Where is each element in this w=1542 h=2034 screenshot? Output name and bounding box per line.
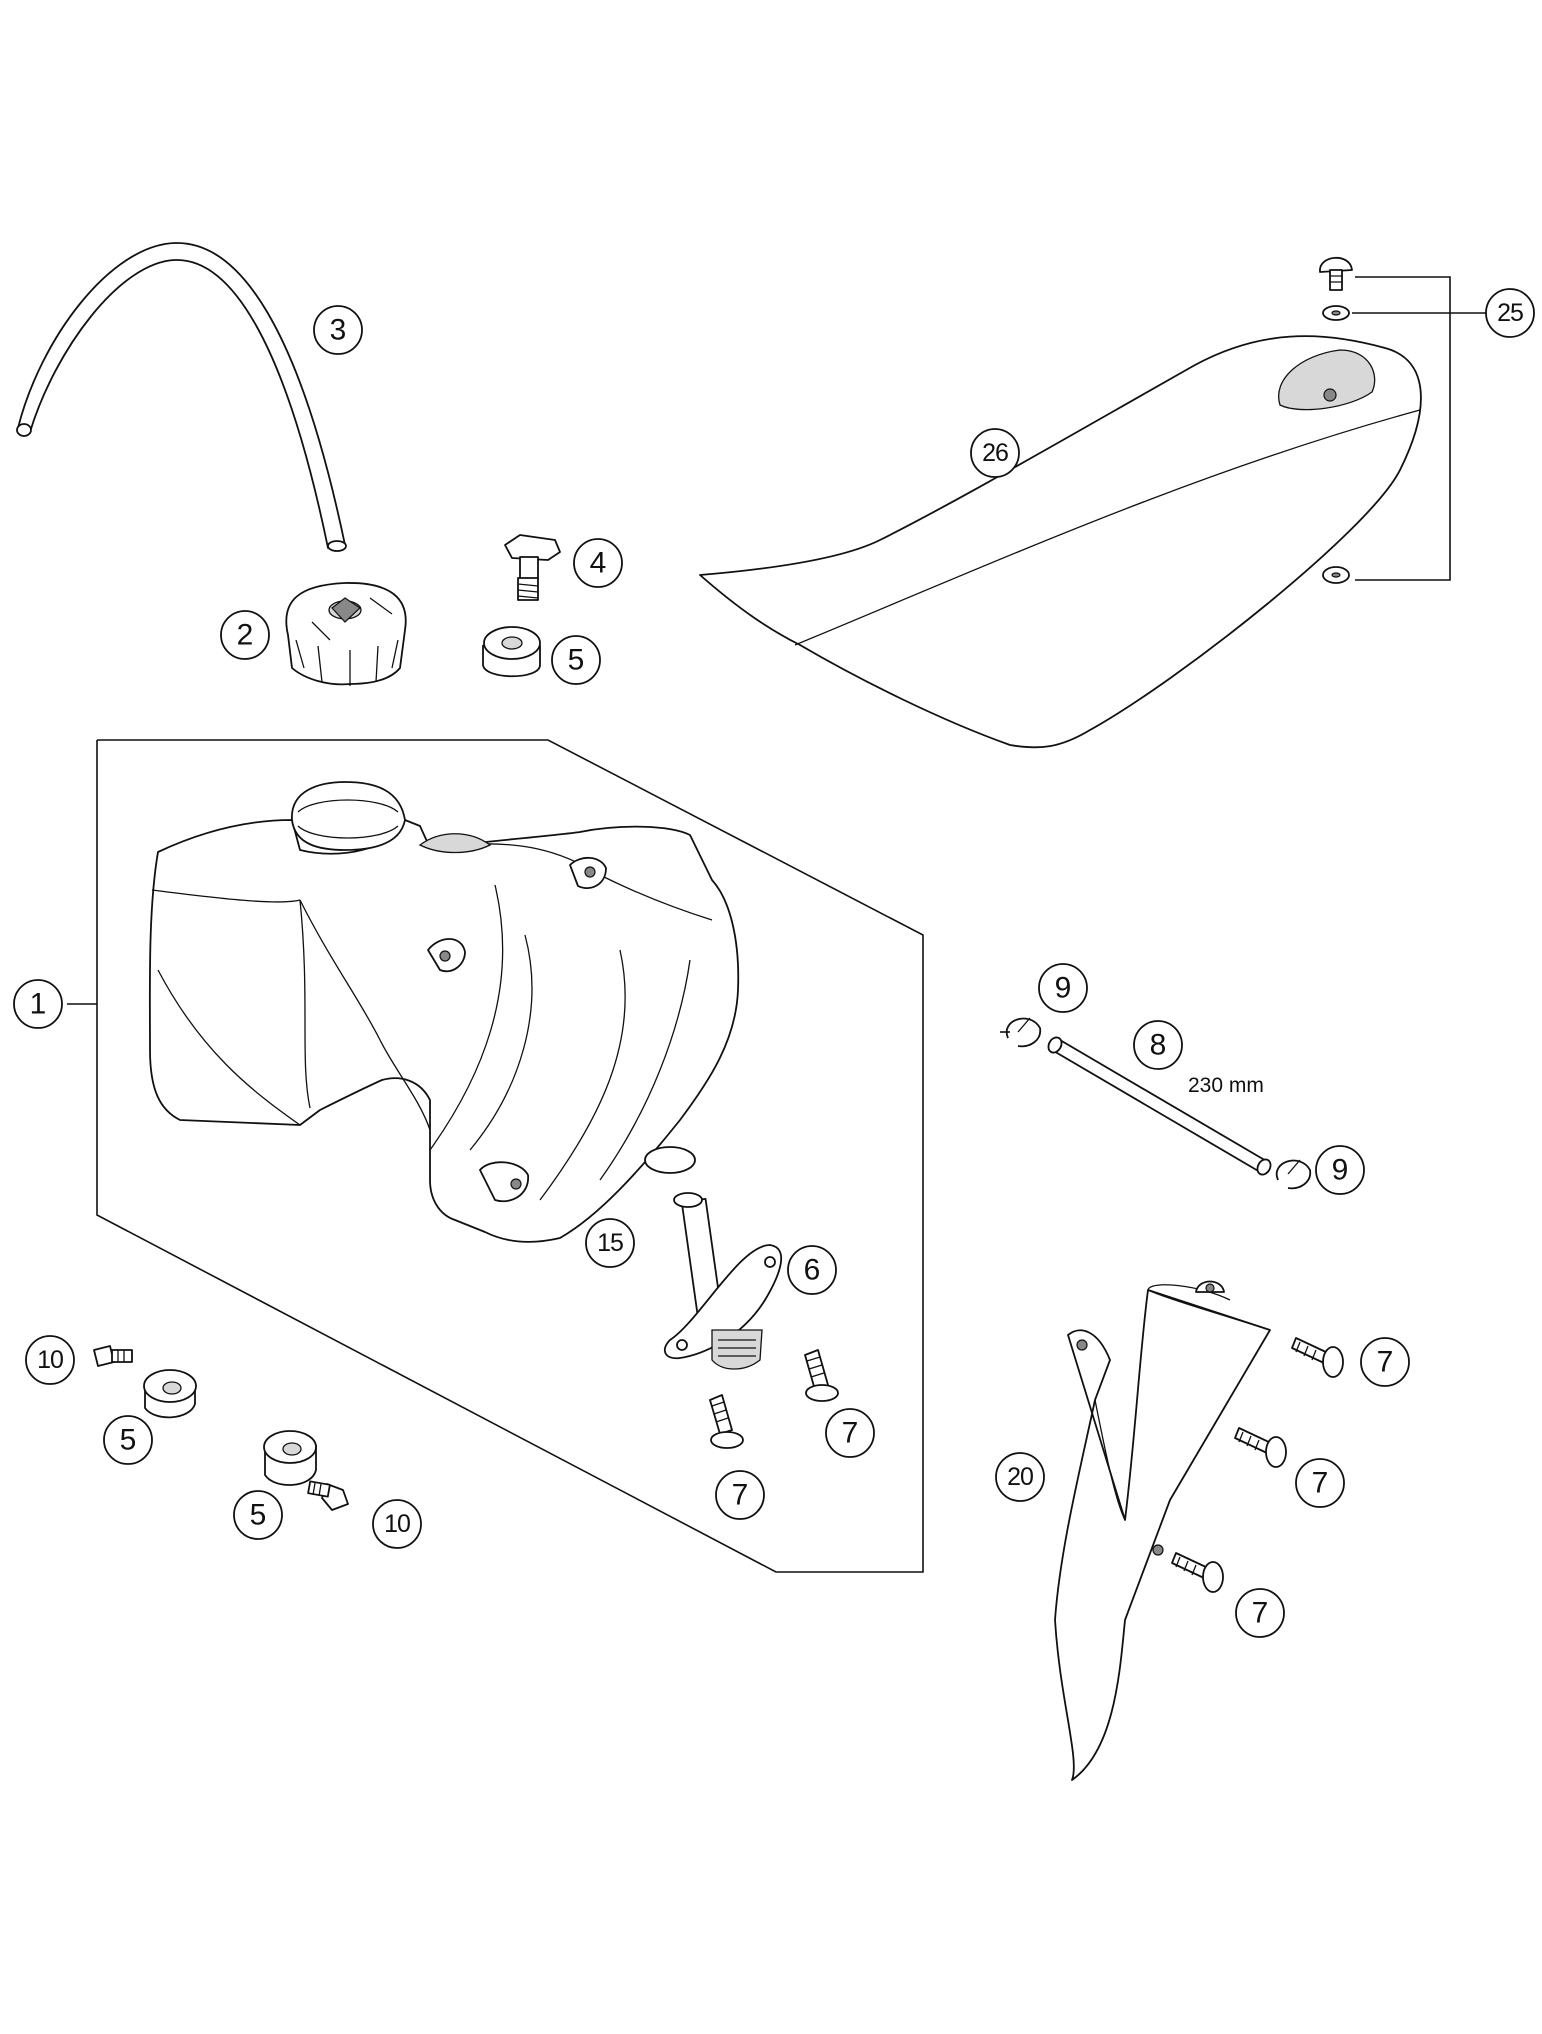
fuel-tank bbox=[148, 781, 740, 1243]
svg-text:9: 9 bbox=[1055, 972, 1072, 1005]
callout-3: 3 bbox=[313, 305, 363, 355]
svg-text:7: 7 bbox=[1377, 1346, 1394, 1379]
svg-text:6: 6 bbox=[804, 1254, 821, 1287]
bolt-10-a bbox=[93, 1345, 133, 1367]
callout-20: 20 bbox=[995, 1452, 1045, 1502]
callout-10-right: 10 bbox=[372, 1499, 422, 1549]
callout-26: 26 bbox=[970, 428, 1020, 478]
svg-text:3: 3 bbox=[330, 314, 347, 347]
radiator-spoiler bbox=[1054, 1280, 1271, 1781]
svg-text:7: 7 bbox=[1312, 1467, 1329, 1500]
bolt-10-b bbox=[307, 1480, 349, 1511]
tank-seal bbox=[644, 1146, 696, 1174]
hose-clamp-top bbox=[1005, 1017, 1042, 1048]
svg-text:26: 26 bbox=[982, 439, 1008, 467]
callout-5-right: 5 bbox=[233, 1490, 283, 1540]
rubber-bushing-top bbox=[482, 626, 541, 678]
callout-5-left: 5 bbox=[103, 1415, 153, 1465]
svg-text:25: 25 bbox=[1497, 299, 1523, 327]
seat-fastener-set bbox=[1319, 256, 1488, 584]
svg-text:5: 5 bbox=[250, 1499, 267, 1532]
svg-text:9: 9 bbox=[1332, 1154, 1349, 1187]
rubber-bushing-right bbox=[263, 1430, 317, 1486]
rubber-bushing-left bbox=[143, 1369, 197, 1419]
svg-text:20: 20 bbox=[1007, 1463, 1033, 1491]
svg-text:7: 7 bbox=[1252, 1597, 1269, 1630]
callout-25: 25 bbox=[1485, 288, 1535, 338]
fuel-line bbox=[1047, 1036, 1272, 1176]
svg-text:10: 10 bbox=[37, 1346, 63, 1374]
callout-5-top: 5 bbox=[551, 635, 601, 685]
tank-group-frame bbox=[67, 739, 924, 1573]
callout-8: 8 bbox=[1133, 1020, 1183, 1070]
callout-10-left: 10 bbox=[25, 1335, 75, 1385]
svg-text:10: 10 bbox=[384, 1510, 410, 1538]
breather-hose bbox=[16, 242, 347, 552]
callout-7-tap-right: 7 bbox=[825, 1408, 875, 1458]
svg-text:4: 4 bbox=[590, 547, 607, 580]
callout-9-top: 9 bbox=[1038, 963, 1088, 1013]
callout-15: 15 bbox=[585, 1218, 635, 1268]
fuel-line-length-label: 230 mm bbox=[1188, 1074, 1264, 1097]
callout-7-spoiler-mid: 7 bbox=[1295, 1458, 1345, 1508]
screw-7-d bbox=[1234, 1427, 1287, 1468]
screw-7-e bbox=[1171, 1552, 1224, 1593]
svg-text:15: 15 bbox=[597, 1229, 623, 1257]
seat bbox=[699, 335, 1422, 749]
callout-6: 6 bbox=[787, 1245, 837, 1295]
svg-text:5: 5 bbox=[568, 644, 585, 677]
tank-cap bbox=[285, 582, 407, 686]
callout-4: 4 bbox=[573, 538, 623, 588]
bolt-4 bbox=[504, 534, 561, 601]
fuel-tap bbox=[663, 1192, 782, 1370]
screw-7-a bbox=[709, 1394, 744, 1449]
svg-text:8: 8 bbox=[1150, 1029, 1167, 1062]
callout-1: 1 bbox=[13, 979, 63, 1029]
callout-2: 2 bbox=[220, 610, 270, 660]
svg-text:1: 1 bbox=[30, 988, 47, 1021]
svg-text:2: 2 bbox=[237, 619, 254, 652]
svg-text:5: 5 bbox=[120, 1424, 137, 1457]
callout-7-spoiler-top: 7 bbox=[1360, 1337, 1410, 1387]
svg-text:7: 7 bbox=[842, 1417, 859, 1450]
callout-9-bottom: 9 bbox=[1315, 1145, 1365, 1195]
svg-text:7: 7 bbox=[732, 1479, 749, 1512]
callout-7-tap-left: 7 bbox=[715, 1470, 765, 1520]
callout-7-spoiler-bottom: 7 bbox=[1235, 1588, 1285, 1638]
screw-7-c bbox=[1291, 1337, 1344, 1378]
screw-7-b bbox=[804, 1349, 839, 1402]
hose-clamp-bottom bbox=[1275, 1159, 1312, 1190]
